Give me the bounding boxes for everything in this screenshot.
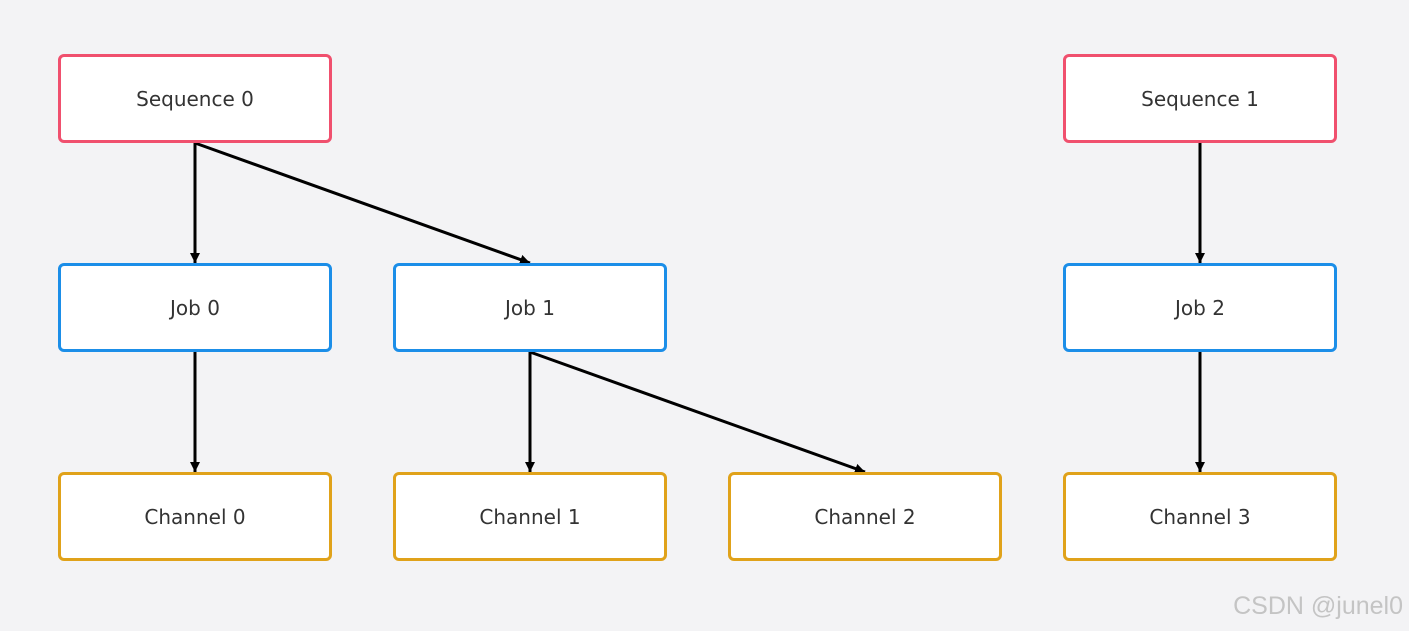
node-label: Channel 3 — [1149, 504, 1251, 529]
job-1-node: Job 1 — [393, 263, 667, 352]
edge-job1-to-ch2 — [529, 350, 866, 474]
watermark: CSDN @junel0 — [1233, 592, 1403, 620]
channel-0-node: Channel 0 — [58, 472, 332, 561]
channel-2-node: Channel 2 — [728, 472, 1002, 561]
channel-3-node: Channel 3 — [1063, 472, 1337, 561]
node-label: Job 0 — [170, 295, 220, 320]
node-label: Sequence 0 — [136, 86, 254, 111]
node-label: Channel 2 — [814, 504, 916, 529]
node-label: Sequence 1 — [1141, 86, 1259, 111]
node-label: Job 1 — [505, 295, 555, 320]
sequence-0-node: Sequence 0 — [58, 54, 332, 143]
node-label: Channel 1 — [479, 504, 581, 529]
node-label: Job 2 — [1175, 295, 1225, 320]
channel-1-node: Channel 1 — [393, 472, 667, 561]
edge-seq0-to-job1 — [194, 141, 531, 265]
sequence-1-node: Sequence 1 — [1063, 54, 1337, 143]
job-0-node: Job 0 — [58, 263, 332, 352]
job-2-node: Job 2 — [1063, 263, 1337, 352]
node-label: Channel 0 — [144, 504, 246, 529]
